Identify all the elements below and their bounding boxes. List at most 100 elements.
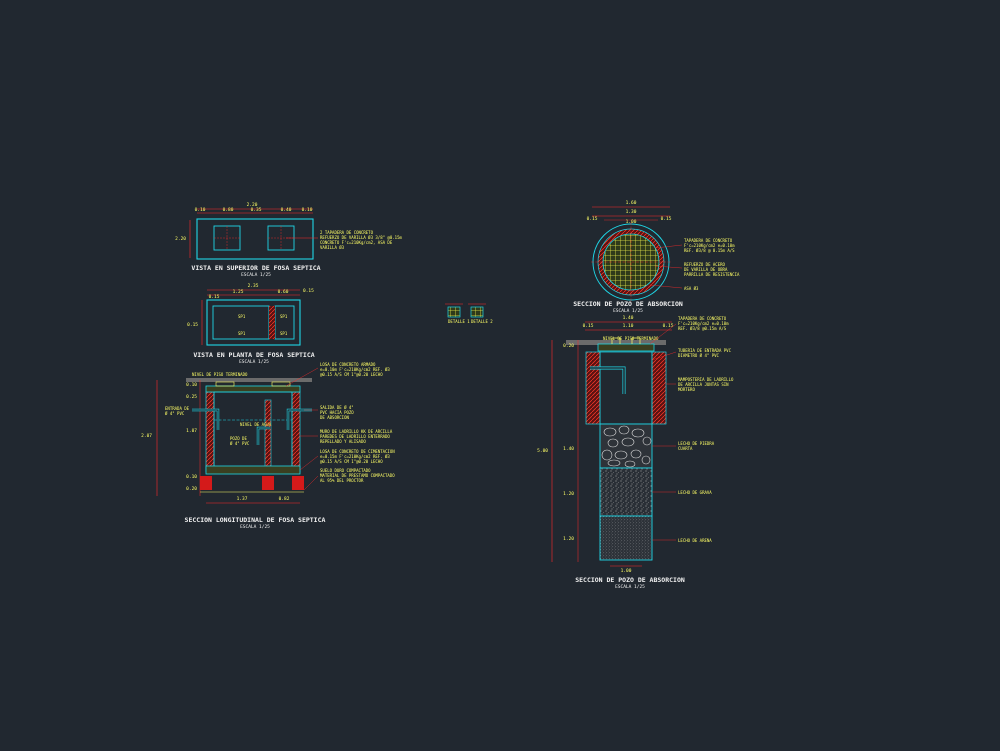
pozo-note-lid-3: REF. Ø3/8 @0.15m A/S	[678, 326, 727, 331]
pozo-layer-sand	[599, 515, 653, 561]
septic-top-dim-total: 2.20	[247, 202, 258, 208]
pozo-section-dim-a: 0.15	[583, 323, 594, 329]
septic-section-dim-h1: 1.37	[237, 496, 248, 502]
detail-2-box	[470, 306, 484, 318]
septic-section-ground: NIVEL DE PISO TERMINADO	[192, 372, 248, 377]
pozo-section-dim-b: 1.10	[623, 323, 634, 329]
septic-section-entrada-1: ENTRADA DE	[165, 406, 190, 411]
note-base-3: @0.15 A/S CM 1"@0.20 LECHO	[320, 459, 383, 464]
pozo-top-note-1c: REF. Ø3/8 @ 0.15m A/S	[684, 248, 735, 253]
septic-footing-left	[200, 476, 212, 490]
pozo-note-pipe-2: DIAMETRO Ø 4" PVC	[678, 353, 720, 358]
septic-footing-right	[292, 476, 304, 490]
septic-plan-divider	[269, 306, 275, 339]
septic-plan-dim-total: 2.35	[248, 283, 259, 289]
septic-section-dim-v5: 0.20	[186, 486, 197, 492]
pozo-note-lid-1: TAPADERA DE CONCRETO	[678, 316, 727, 321]
septic-section-dim-v1: 0.10	[186, 382, 197, 388]
note-outlet-1: SALIDA DE Ø 4"	[320, 405, 354, 410]
pozo-section-notes: TAPADERA DE CONCRETO F'c=210Kg/cm2 e=0.1…	[649, 316, 734, 543]
septic-top-dim-c: 0.35	[251, 207, 262, 213]
pozo-note-lid-2: F'c=210Kg/cm2 e=0.10m	[678, 321, 729, 326]
pozo-note-wall-1: MAMPOSTERIA DE LADRILLO	[678, 377, 734, 382]
pozo-top-note-3: ASA Ø3	[684, 286, 699, 291]
pozo-wall-right	[651, 351, 667, 425]
pozo-note-wall-3: MORTERO	[678, 387, 695, 392]
septic-section-dim-h2: 0.82	[279, 496, 290, 502]
pozo-note-sand: LECHO DE ARENA	[678, 538, 712, 543]
septic-section-notes: LOSA DE CONCRETO ARMADO e=0.10m F'c=210K…	[285, 362, 395, 491]
pozo-top-note-2a: REFUERZO DE ACERO	[684, 262, 726, 267]
pozo-layer-gravel	[599, 467, 653, 517]
detail-1-label: DETALLE 1	[448, 319, 470, 324]
pozo-section-dim-c: 0.15	[663, 323, 674, 329]
septic-section-dim-v4: 0.10	[186, 474, 197, 480]
note-soil-1: SUELO DURO COMPACTADO	[320, 468, 371, 473]
septic-plan-label-1: SP1	[238, 314, 246, 319]
detail-2-label: DETALLE 2	[471, 319, 493, 324]
pozo-section-title: SECCION DE POZO DE ABSORCION	[575, 576, 685, 584]
septic-top-outline	[196, 218, 314, 260]
pozo-section-dim-v1: 0.20	[563, 343, 574, 349]
septic-plan-dim-a: 0.15	[209, 294, 220, 300]
pozo-top-note-2b: DE VARILLA DE OBRA	[684, 267, 728, 272]
septic-plan-label-3: SP1	[280, 314, 288, 319]
pozo-note-stone-1: LECHO DE PIEDRA	[678, 441, 715, 446]
septic-top-dim-b: 0.80	[223, 207, 234, 213]
septic-plan-label-4: SP1	[280, 331, 288, 336]
note-outlet-2: PVC HACIA POZO	[320, 410, 354, 415]
septic-section-title: SECCION LONGITUDINAL DE FOSA SEPTICA	[185, 516, 326, 524]
septic-top-note-3: CONCRETO F'c=210Kg/cm2, ASA DE	[320, 240, 393, 245]
note-soil-2: MATERIAL DE PRESTAMO COMPACTADO	[320, 473, 395, 478]
septic-plan-outline	[206, 299, 301, 346]
septic-plan-view: 2.35 1.25 0.60 0.15 0.15 0.15 SP1 SP1 SP…	[187, 283, 315, 365]
septic-top-note-2: REFUERZO DE VARILLA Ø3 3/8" @0.15m	[320, 235, 402, 240]
pozo-lid	[597, 343, 655, 352]
pozo-top-note-1a: TAPADERA DE CONCRETO	[684, 238, 733, 243]
note-wall-3: REPELLADO Y ALISADO	[320, 439, 366, 444]
septic-top-view: 2.20 0.80 0.35 0.40 0.10 0.10 2.20 2 TAP…	[175, 202, 402, 278]
pozo-section-total-h: 5.00	[537, 448, 548, 454]
septic-section-dim-v3: 1.07	[186, 428, 197, 434]
pozo-top-scale: ESCALA 1/25	[613, 308, 643, 314]
septic-top-slab	[205, 385, 301, 393]
pozo-wall-left	[585, 351, 601, 425]
septic-top-dim-e: 0.10	[302, 207, 313, 213]
pozo-top-note-1b: F'c=210Kg/cm2 e=0.10m	[684, 243, 735, 248]
note-slab-3: @0.15 A/S CM 1"@0.20 LECHO	[320, 372, 383, 377]
ground-line	[186, 378, 312, 382]
pozo-stones	[601, 425, 652, 468]
note-wall-1: MURO DE LADRILLO KK DE ARCILLA	[320, 429, 393, 434]
pozo-section-dim-v2: 1.40	[563, 446, 574, 452]
pozo-note-pipe-1: TUBERIA DE ENTRADA PVC	[678, 348, 732, 353]
septic-plan-title: VISTA EN PLANTA DE FOSA SEPTICA	[193, 351, 314, 359]
septic-top-note-4: VARILLA Ø3	[320, 245, 345, 250]
septic-top-dim-d: 0.40	[281, 207, 292, 213]
septic-section-dim-v2: 0.25	[186, 394, 197, 400]
pozo-top-view: 1.60 1.30 0.15 0.15 1.00 TAPADERA DE CON…	[573, 200, 740, 314]
pozo-top-dim-total: 1.60	[626, 200, 637, 206]
septic-top-scale: ESCALA 1/25	[241, 272, 271, 278]
septic-plan-scale: ESCALA 1/25	[239, 359, 269, 365]
septic-wall-middle	[264, 399, 272, 473]
note-soil-3: AL 95% DEL PROCTOR	[320, 478, 364, 483]
septic-wall-right	[291, 391, 301, 473]
septic-plan-dim-h: 0.15	[187, 322, 198, 328]
septic-plan-dim-d: 0.60	[278, 289, 289, 295]
septic-wall-left	[205, 391, 215, 473]
pozo-top-dim-a: 0.15	[587, 216, 598, 222]
pozo-section-bottom: 1.00	[621, 568, 632, 574]
pozo-note-stone-2: CUARTA	[678, 446, 693, 451]
pozo-top-note-2c: PARRILLA DE RESISTENCIA	[684, 272, 740, 277]
septic-section-scale: ESCALA 1/25	[240, 524, 270, 530]
small-details: DETALLE 1 DETALLE 2	[445, 303, 493, 324]
septic-section-pozo-1: POZO DE	[230, 436, 247, 441]
pozo-top-dim-c: 0.15	[661, 216, 672, 222]
septic-plan-label-2: SP1	[238, 331, 246, 336]
septic-section-pozo-2: Ø 4" PVC	[230, 441, 250, 446]
septic-footing-middle	[262, 476, 274, 490]
septic-section-entrada-2: Ø 4" PVC	[165, 411, 185, 416]
pozo-top-dim-b: 1.30	[626, 209, 637, 215]
note-base-2: e=0.15m F'c=210Kg/cm2 REF. Ø3	[320, 454, 390, 459]
